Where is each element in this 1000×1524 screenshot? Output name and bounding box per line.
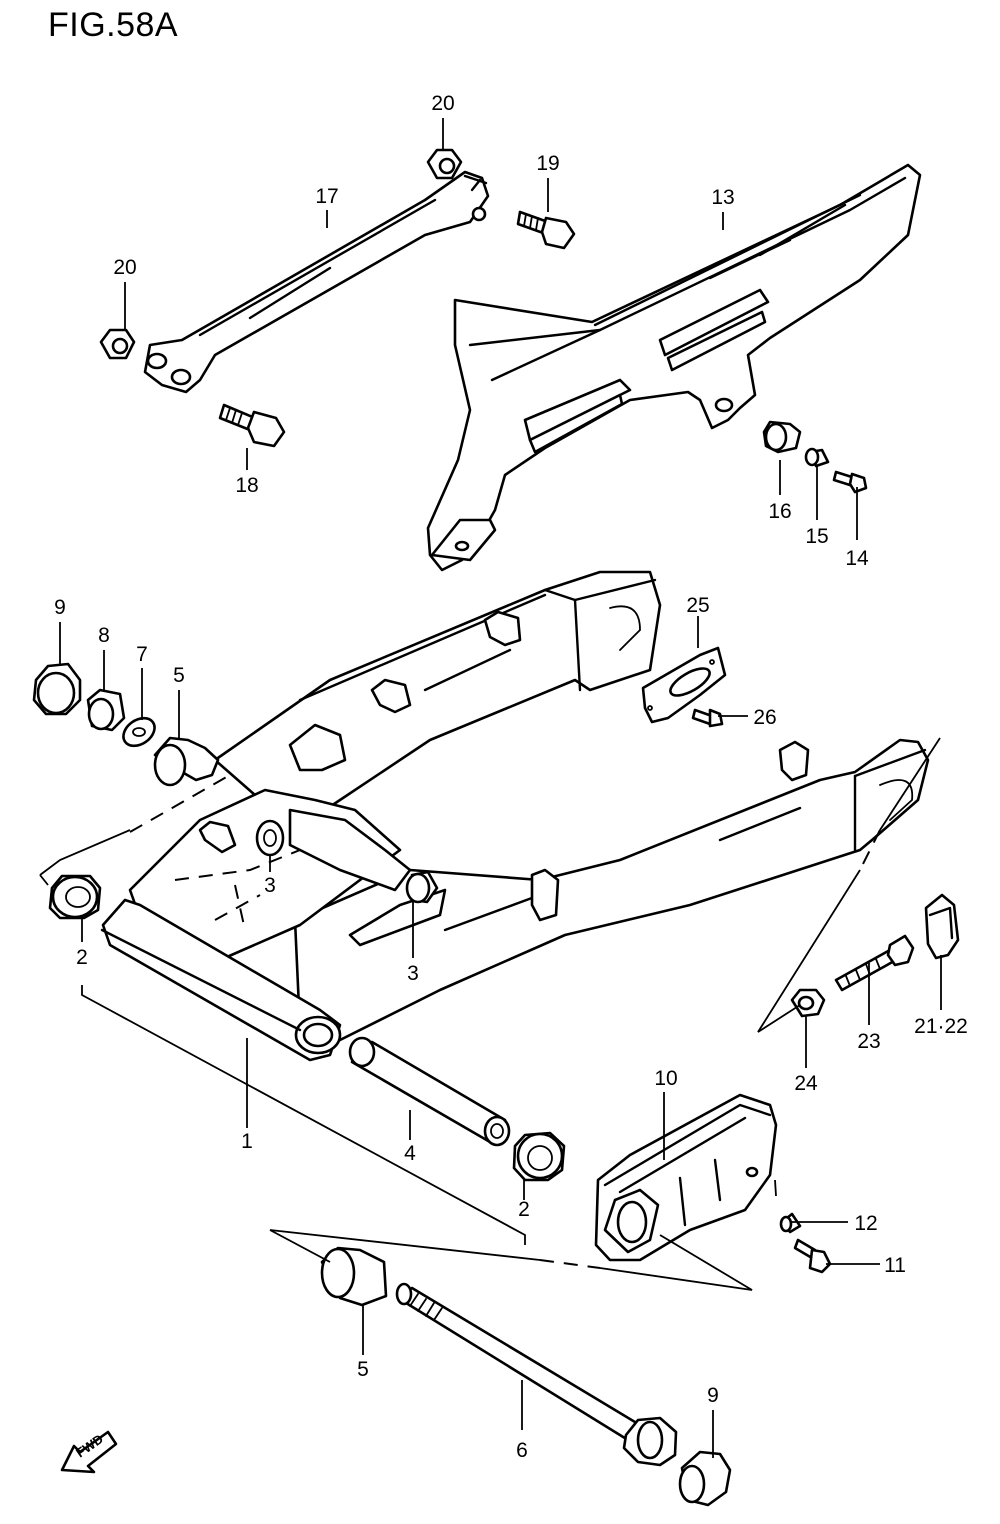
leader-lines bbox=[59, 118, 942, 1458]
callout-14: 14 bbox=[845, 547, 869, 570]
pivot-shaft-6 bbox=[395, 1282, 678, 1467]
bracket-21-22 bbox=[924, 893, 960, 960]
callout-labels: 20 19 17 13 20 18 16 15 14 9 8 7 5 25 26… bbox=[54, 92, 968, 1462]
cap-9-right bbox=[678, 1450, 732, 1507]
callout-21-22: 21·22 bbox=[914, 1015, 968, 1038]
callout-4: 4 bbox=[404, 1142, 416, 1165]
callout-9-left: 9 bbox=[54, 596, 66, 619]
callout-20-top: 20 bbox=[431, 92, 454, 115]
callout-13: 13 bbox=[711, 186, 734, 209]
inner-tube-4 bbox=[348, 1036, 511, 1147]
seal-8 bbox=[86, 688, 126, 732]
nut-20-top bbox=[426, 148, 463, 180]
chain-guard bbox=[426, 163, 922, 572]
plate-25 bbox=[641, 646, 727, 724]
callout-6: 6 bbox=[516, 1439, 528, 1462]
nut-20-left bbox=[99, 328, 136, 360]
callout-5-lower: 5 bbox=[357, 1358, 369, 1381]
figure-title: FIG.58A bbox=[48, 6, 179, 44]
bolt-23 bbox=[834, 934, 915, 992]
collar-12 bbox=[779, 1212, 802, 1234]
spacer-5-upper bbox=[153, 736, 220, 787]
callout-10: 10 bbox=[654, 1067, 677, 1090]
bushing-3-lower bbox=[405, 870, 439, 904]
callout-25: 25 bbox=[686, 594, 709, 617]
callout-1: 1 bbox=[241, 1130, 253, 1153]
callout-7: 7 bbox=[136, 643, 148, 666]
torque-link bbox=[143, 170, 490, 394]
callout-12: 12 bbox=[854, 1212, 877, 1235]
bolt-18 bbox=[218, 403, 286, 448]
collar-15 bbox=[804, 447, 830, 468]
spacer-5-lower bbox=[320, 1246, 388, 1307]
callout-18: 18 bbox=[235, 474, 258, 497]
callout-8: 8 bbox=[98, 624, 110, 647]
nut-24 bbox=[790, 988, 826, 1018]
assembly-lines bbox=[39, 737, 941, 1291]
callout-3-lower: 3 bbox=[407, 962, 419, 985]
callout-16: 16 bbox=[768, 500, 791, 523]
callout-23: 23 bbox=[857, 1030, 880, 1053]
bearing-2-right bbox=[512, 1131, 566, 1182]
washer-7 bbox=[122, 716, 156, 748]
screw-14 bbox=[832, 470, 868, 494]
bolt-11 bbox=[793, 1238, 832, 1274]
callout-26: 26 bbox=[753, 706, 776, 729]
chain-buffer-10 bbox=[594, 1093, 778, 1262]
cap-9-left bbox=[32, 662, 82, 716]
callout-11: 11 bbox=[884, 1254, 906, 1277]
callout-20-left: 20 bbox=[113, 256, 136, 279]
callout-17: 17 bbox=[315, 185, 338, 208]
fwd-arrow: FWD bbox=[60, 1430, 118, 1474]
bolt-19 bbox=[516, 210, 576, 250]
screw-26 bbox=[691, 708, 724, 728]
swingarm bbox=[100, 570, 930, 1062]
callout-3-upper: 3 bbox=[264, 874, 276, 897]
callout-24: 24 bbox=[794, 1072, 818, 1095]
callout-2-right: 2 bbox=[518, 1198, 530, 1221]
bushing-3-upper bbox=[255, 819, 285, 857]
callout-15: 15 bbox=[805, 525, 828, 548]
callout-9-right: 9 bbox=[707, 1384, 719, 1407]
callout-5-upper: 5 bbox=[173, 664, 185, 687]
callout-2-left: 2 bbox=[76, 946, 88, 969]
bushing-16 bbox=[762, 420, 802, 454]
bearing-2-left bbox=[48, 874, 102, 920]
callout-19: 19 bbox=[536, 152, 559, 175]
